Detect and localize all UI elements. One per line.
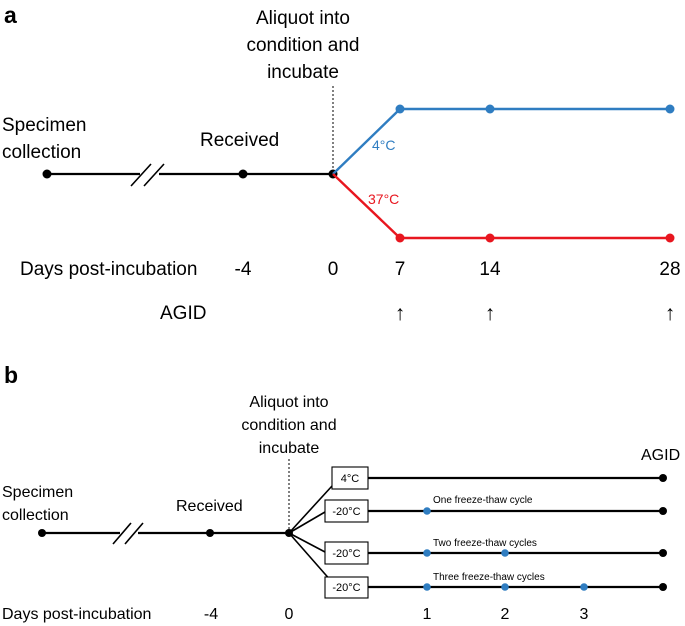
panel-b-row-three-cycles-end	[659, 583, 667, 591]
panel-b-specimen-line1: Specimen	[2, 484, 73, 501]
panel-b-aliquot-line2: condition and	[241, 417, 336, 434]
panel-a-4c-day7-point	[395, 104, 405, 114]
panel-b-condition-box	[331, 466, 369, 490]
panel-a-received-point	[238, 169, 248, 179]
panel-a-37c-day14-point	[485, 233, 495, 243]
panel-b-condition-box	[324, 499, 369, 523]
panel-a-agid-arrow: ↑	[665, 302, 676, 325]
panel-b-cycle-label: One freeze-thaw cycle	[433, 495, 533, 506]
panel-b-cycle-label: Two freeze-thaw cycles	[433, 538, 537, 549]
panel-b-thaw-point	[501, 549, 509, 557]
panel-b-row-one-cycle-end	[659, 507, 667, 515]
panel-a-specimen-line1: Specimen	[2, 115, 87, 136]
panel-a-specimen-line2: collection	[2, 142, 81, 163]
panel-a-day-tick: 28	[659, 259, 680, 280]
panel-b-day-tick: 3	[580, 606, 589, 623]
panel-b-received-point	[206, 529, 214, 537]
panel-b-thaw-point	[580, 583, 588, 591]
panel-b-branch-minus20-b	[288, 532, 326, 553]
panel-a-day-tick: 0	[328, 259, 339, 280]
panel-b-break-mark-1	[112, 522, 132, 545]
panel-a-label: a	[4, 2, 17, 28]
panel-a-axis-label: Days post-incubation	[20, 259, 197, 280]
panel-b-day-tick: 2	[501, 606, 510, 623]
panel-a-aliquot-line2: condition and	[246, 35, 359, 56]
panel-a-aliquot-line1: Aliquot into	[256, 8, 350, 29]
panel-b-row-two-cycles-end	[659, 549, 667, 557]
panel-a-collection-point	[42, 169, 52, 179]
panel-b-received-label: Received	[176, 498, 243, 515]
panel-b-label: b	[4, 362, 18, 388]
panel-b-day-tick: 0	[285, 606, 294, 623]
panel-b-thaw-point	[423, 507, 431, 515]
panel-b-row-4c-end	[659, 474, 667, 482]
panel-a-break-mark-1	[130, 163, 152, 187]
panel-b-thaw-point	[501, 583, 509, 591]
panel-b-branch-4c	[288, 485, 333, 534]
panel-b-condition-box	[324, 576, 369, 599]
panel-a-37c-day28-point	[665, 233, 675, 243]
panel-b-break-mark-2	[124, 522, 144, 545]
panel-b-condition-label: -20°C	[332, 548, 360, 560]
panel-a-4c-day14-point	[485, 104, 495, 114]
panel-a-received-label: Received	[200, 130, 279, 151]
panel-a-agid-label: AGID	[160, 303, 206, 324]
panel-a-4c-day28-point	[665, 104, 675, 114]
panel-b-condition-box	[324, 541, 369, 565]
panel-a-agid-arrow: ↑	[485, 302, 496, 325]
panel-b-aliquot-line3: incubate	[259, 440, 320, 457]
panel-a-4c-label: 4°C	[372, 137, 396, 153]
panel-a-break-mark-2	[143, 163, 165, 187]
panel-b-day0-point	[285, 529, 293, 537]
panel-b-thaw-point	[423, 583, 431, 591]
panel-b-cycle-label: Three freeze-thaw cycles	[433, 572, 545, 583]
panel-b-thaw-point	[423, 549, 431, 557]
panel-b-condition-label: 4°C	[341, 473, 360, 485]
panel-b-axis-label: Days post-incubation	[2, 606, 151, 623]
panel-a-37c-day7-point	[395, 233, 405, 243]
panel-a-day-tick: 14	[479, 259, 501, 280]
panel-b-branch-minus20-c	[288, 532, 333, 583]
panel-a-agid-arrow: ↑	[395, 302, 406, 325]
panel-b-specimen-line2: collection	[2, 507, 69, 524]
panel-b-collection-point	[38, 529, 46, 537]
panel-a-aliquot-line3: incubate	[267, 62, 339, 83]
panel-b-condition-label: -20°C	[332, 582, 360, 594]
panel-b-agid-label: AGID	[641, 447, 680, 464]
panel-b-aliquot-line1: Aliquot into	[249, 394, 328, 411]
panel-b-branch-minus20-a	[288, 511, 326, 534]
panel-a-day-tick: -4	[235, 259, 252, 280]
panel-b-day-tick: 1	[423, 606, 432, 623]
panel-a-37c-label: 37°C	[368, 191, 399, 207]
panel-b-condition-label: -20°C	[332, 506, 360, 518]
panel-b-day-tick: -4	[204, 606, 218, 623]
panel-a-day-tick: 7	[395, 259, 406, 280]
